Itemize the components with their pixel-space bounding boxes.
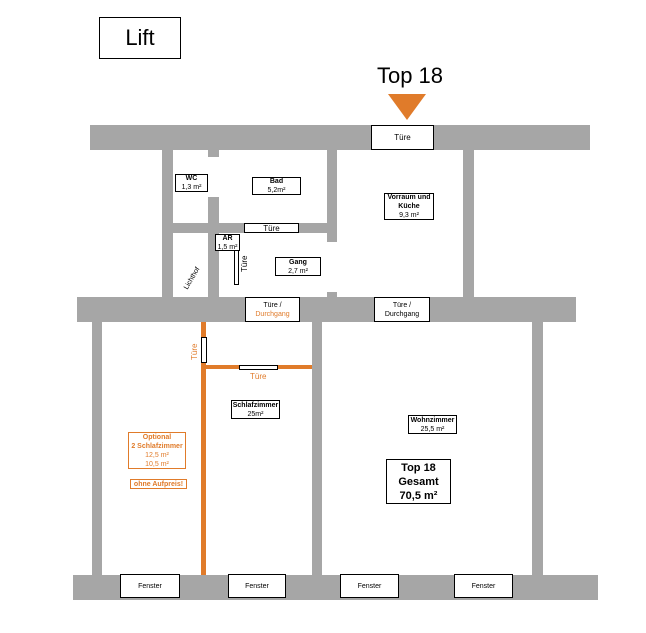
room-name: WC bbox=[185, 175, 198, 182]
room-name: Bad bbox=[269, 178, 284, 185]
room-area: 25,5 m² bbox=[420, 425, 445, 433]
optional-note-text: ohne Aufpreis! bbox=[133, 480, 184, 488]
optional-wall bbox=[201, 322, 206, 575]
wall bbox=[162, 150, 173, 297]
entrance-arrow-icon bbox=[388, 94, 426, 120]
door-label: Durchgang bbox=[384, 310, 420, 318]
window-label: Fenster bbox=[138, 582, 162, 590]
door-passage-1: Türe /Durchgang bbox=[245, 297, 300, 322]
wall bbox=[532, 322, 543, 575]
total-line: Gesamt bbox=[398, 475, 439, 488]
unit-title: Top 18 bbox=[376, 63, 444, 88]
window-label: Fenster bbox=[245, 582, 269, 590]
window: Fenster bbox=[228, 574, 286, 598]
door-label: Durchgang bbox=[255, 310, 290, 318]
window-label: Fenster bbox=[357, 582, 382, 590]
window: Fenster bbox=[120, 574, 180, 598]
wall bbox=[327, 292, 337, 297]
optional-price-note: ohne Aufpreis! bbox=[130, 479, 187, 489]
window-label: Fenster bbox=[471, 582, 496, 590]
room-area: 5,2m² bbox=[267, 187, 286, 194]
lichthof-label: Lichthof bbox=[183, 266, 202, 291]
wall-middle bbox=[77, 297, 576, 322]
room-vorraum-kueche: Vorraum und Küche 9,3 m² bbox=[384, 193, 434, 220]
total-line: Top 18 bbox=[401, 461, 436, 474]
wall bbox=[463, 150, 474, 297]
optional-area: 12,5 m² bbox=[145, 451, 169, 459]
optional-title: Optional bbox=[142, 433, 172, 441]
room-bad: Bad 5,2m² bbox=[252, 177, 301, 195]
wall bbox=[327, 150, 337, 242]
room-name: AR bbox=[222, 234, 233, 242]
entrance-door: Türe bbox=[371, 125, 434, 150]
room-name: Wohnzimmer bbox=[410, 416, 455, 424]
lift-text: Lift bbox=[125, 25, 155, 50]
bad-door: Türe bbox=[244, 223, 299, 233]
optional-door-2 bbox=[239, 365, 278, 370]
wall bbox=[92, 322, 102, 575]
wall bbox=[312, 322, 322, 575]
wall-top bbox=[90, 125, 590, 150]
optional-door-1-label: Türe bbox=[190, 343, 199, 360]
door-label: Türe bbox=[263, 223, 280, 233]
room-name: Vorraum und Küche bbox=[387, 194, 431, 210]
door-passage-2: Türe /Durchgang bbox=[374, 297, 430, 322]
ar-door-label: Türe bbox=[240, 255, 249, 272]
room-name: Gang bbox=[289, 258, 307, 266]
optional-door-1 bbox=[201, 337, 207, 363]
window: Fenster bbox=[454, 574, 513, 598]
optional-subtitle: 2 Schlafzimmer bbox=[131, 442, 183, 450]
room-name: Schlafzimmer bbox=[232, 401, 279, 409]
total-area: 70,5 m² bbox=[399, 489, 438, 502]
optional-area: 10,5 m² bbox=[145, 460, 169, 468]
room-area: 1,3 m² bbox=[181, 184, 202, 191]
wall bbox=[208, 197, 219, 297]
room-area: 2,7 m² bbox=[288, 267, 308, 275]
lift-label: Lift bbox=[99, 17, 181, 59]
door-label: Türe / bbox=[263, 301, 282, 309]
room-area: 25m² bbox=[247, 410, 264, 418]
optional-door-2-label: Türe bbox=[250, 372, 267, 381]
room-wc: WC 1,3 m² bbox=[175, 174, 208, 192]
window: Fenster bbox=[340, 574, 399, 598]
door-label: Türe / bbox=[392, 301, 412, 309]
room-area: 9,3 m² bbox=[399, 212, 419, 219]
wall bbox=[208, 150, 219, 157]
door-label: Türe bbox=[394, 133, 411, 142]
room-area: 1,5 m² bbox=[217, 243, 238, 251]
